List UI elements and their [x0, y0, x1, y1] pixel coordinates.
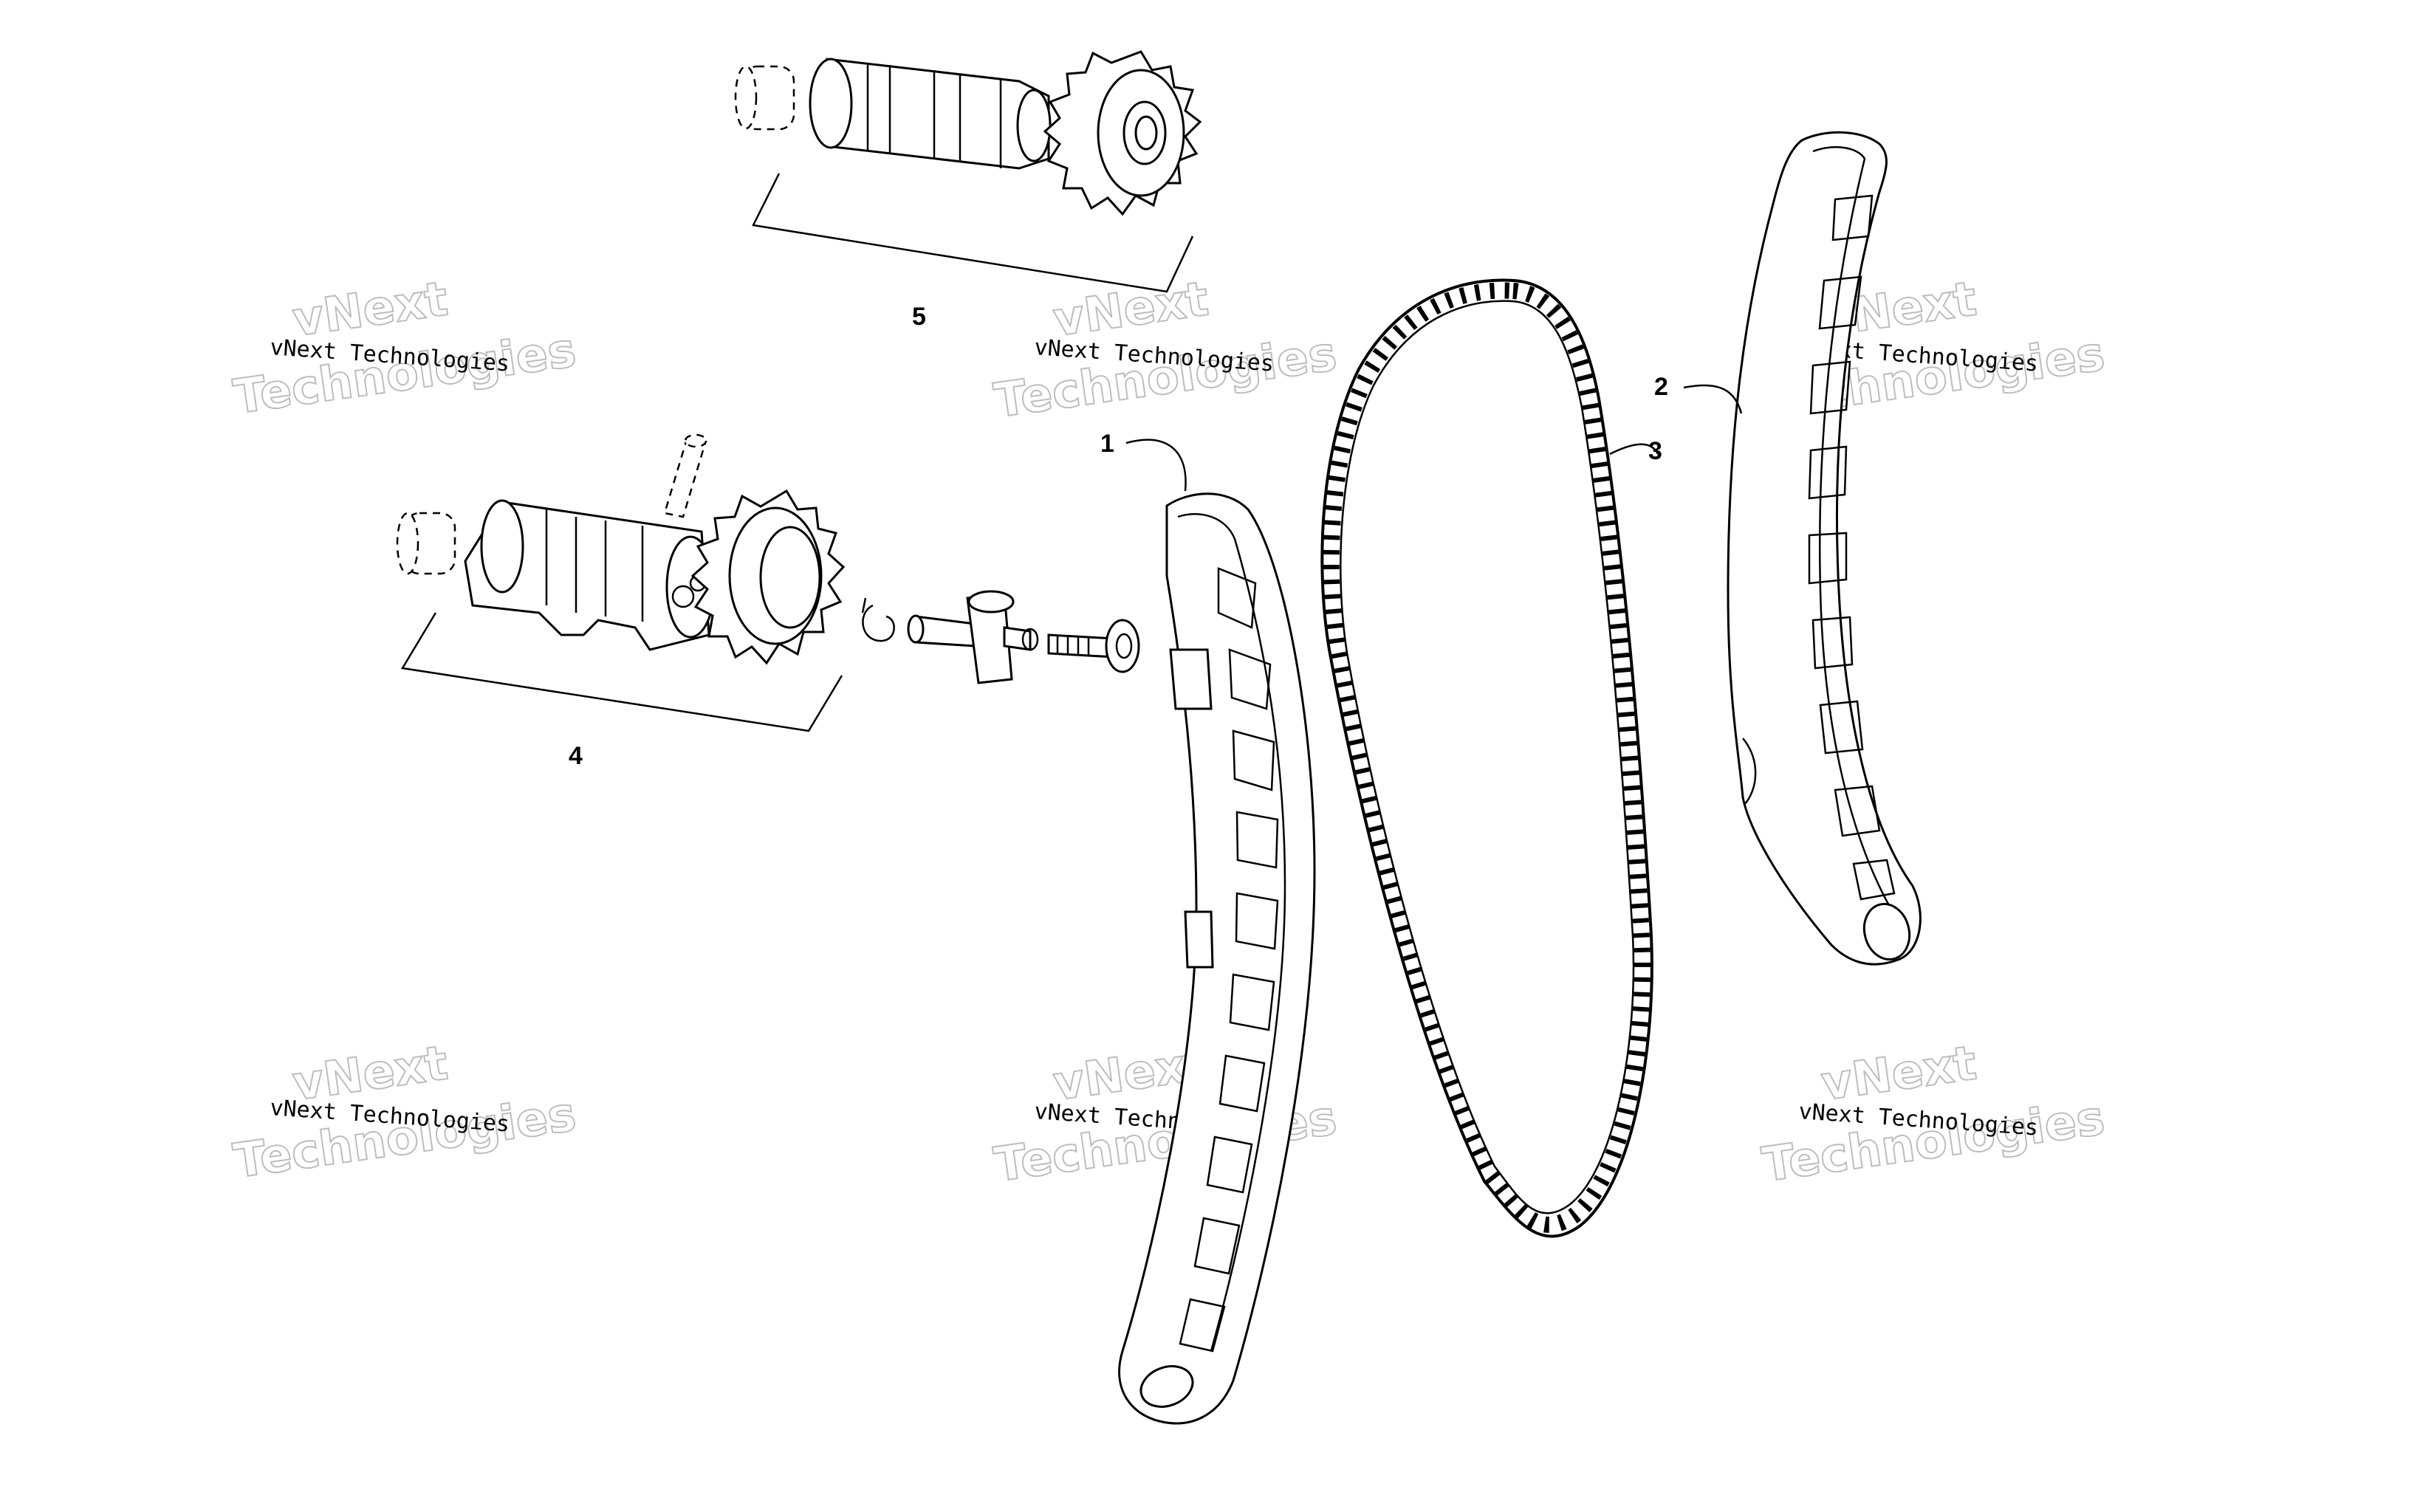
watermark-big-top: vNext — [1818, 1036, 1980, 1112]
guide-tab-upper — [1169, 648, 1213, 710]
watermark-2: vNext Technologies vNext Technologies — [990, 271, 1341, 430]
dashed-cap — [734, 65, 795, 131]
guide-ribs-1 — [1179, 567, 1279, 1353]
watermark-4: vNext Technologies vNext Technologies — [230, 1035, 580, 1190]
watermark-1: vNext Technologies vNext Technologies — [230, 271, 580, 426]
cam-sprocket — [1043, 50, 1202, 216]
camshaft-assembly-4: 4 — [396, 433, 1140, 770]
pivot-hole-1 — [1139, 1365, 1194, 1408]
camshaft-assembly-5: 5 — [734, 50, 1202, 331]
timing-chain-3: 3 — [1320, 278, 1662, 1238]
callout-1: 1 — [1100, 430, 1114, 458]
watermark-big-top: vNext — [289, 272, 451, 348]
dashed-cap-4 — [396, 512, 456, 575]
cam-sprocket-4 — [690, 489, 846, 665]
camshaft-body — [809, 58, 1052, 170]
group-bracket-5 — [752, 173, 1194, 293]
dashed-pin — [663, 433, 707, 518]
watermark-6: vNext Technologies vNext Technologies — [1758, 1035, 2109, 1194]
camshaft-body-4 — [464, 499, 716, 651]
guide-ribs-2 — [1808, 194, 1896, 901]
watermark-big-top: vNext — [1050, 272, 1212, 348]
pivot-hole-2 — [1862, 902, 1911, 961]
leader-3 — [1609, 443, 1659, 456]
guide-tab-lower — [1184, 910, 1214, 969]
tensioner-plunger — [907, 590, 1039, 684]
callout-4: 4 — [569, 742, 583, 770]
group-bracket-4 — [400, 612, 843, 732]
chain-guide-1: 1 — [1100, 430, 1316, 1425]
callout-5: 5 — [912, 303, 926, 331]
leader-1 — [1125, 439, 1187, 492]
bolt — [1047, 619, 1140, 673]
circlip — [861, 597, 895, 642]
callout-2: 2 — [1654, 373, 1668, 401]
callout-3: 3 — [1648, 437, 1662, 465]
leader-2 — [1683, 384, 1743, 414]
chain-guide-2: 2 — [1654, 131, 1922, 966]
